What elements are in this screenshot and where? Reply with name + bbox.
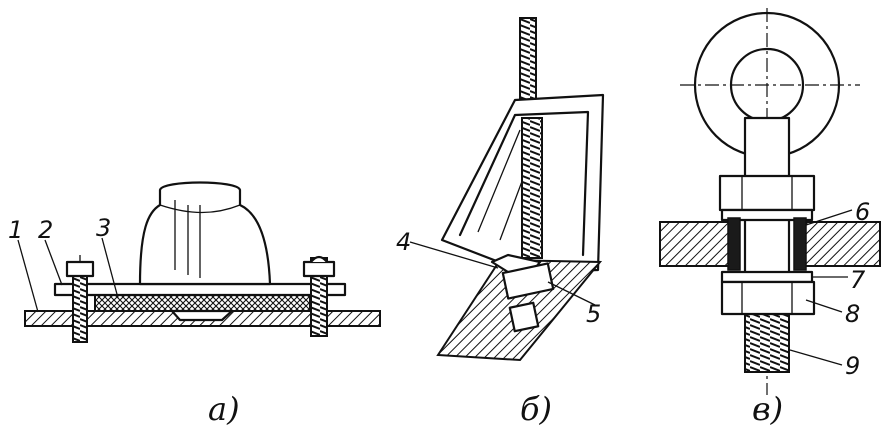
label-6: 6	[855, 198, 870, 226]
left-stud	[65, 255, 95, 343]
panel-a: 1 2 3 а)	[8, 181, 381, 428]
center-boss	[170, 309, 234, 322]
label-5: 5	[586, 300, 601, 328]
label-8: 8	[845, 300, 860, 328]
upper-nut	[718, 174, 816, 212]
caption-v: в)	[752, 390, 783, 428]
inner-threaded-rod	[521, 117, 543, 259]
label-9: 9	[845, 352, 860, 380]
seal-right	[793, 217, 807, 271]
caption-b: б)	[520, 390, 552, 428]
label-2: 2	[38, 216, 53, 244]
flange-bar	[53, 282, 347, 297]
lower-nut	[720, 280, 816, 316]
label-4: 4	[396, 228, 411, 256]
top-threaded-rod	[519, 17, 537, 101]
panel-plate-right	[795, 221, 881, 267]
right-stud	[302, 255, 336, 337]
panel-v: 6 7 8 9 в)	[659, 8, 881, 428]
seal-left	[727, 217, 741, 271]
dome-housing	[138, 181, 272, 286]
caption-a: а)	[208, 390, 240, 428]
gasket	[94, 294, 311, 312]
lock-nut	[501, 262, 555, 300]
panel-b: 4 5 б)	[396, 17, 605, 428]
bottom-nut	[508, 301, 540, 333]
label-1: 1	[8, 216, 23, 244]
panel-plate-left	[659, 221, 739, 267]
label-7: 7	[850, 266, 866, 294]
label-3: 3	[96, 214, 111, 242]
